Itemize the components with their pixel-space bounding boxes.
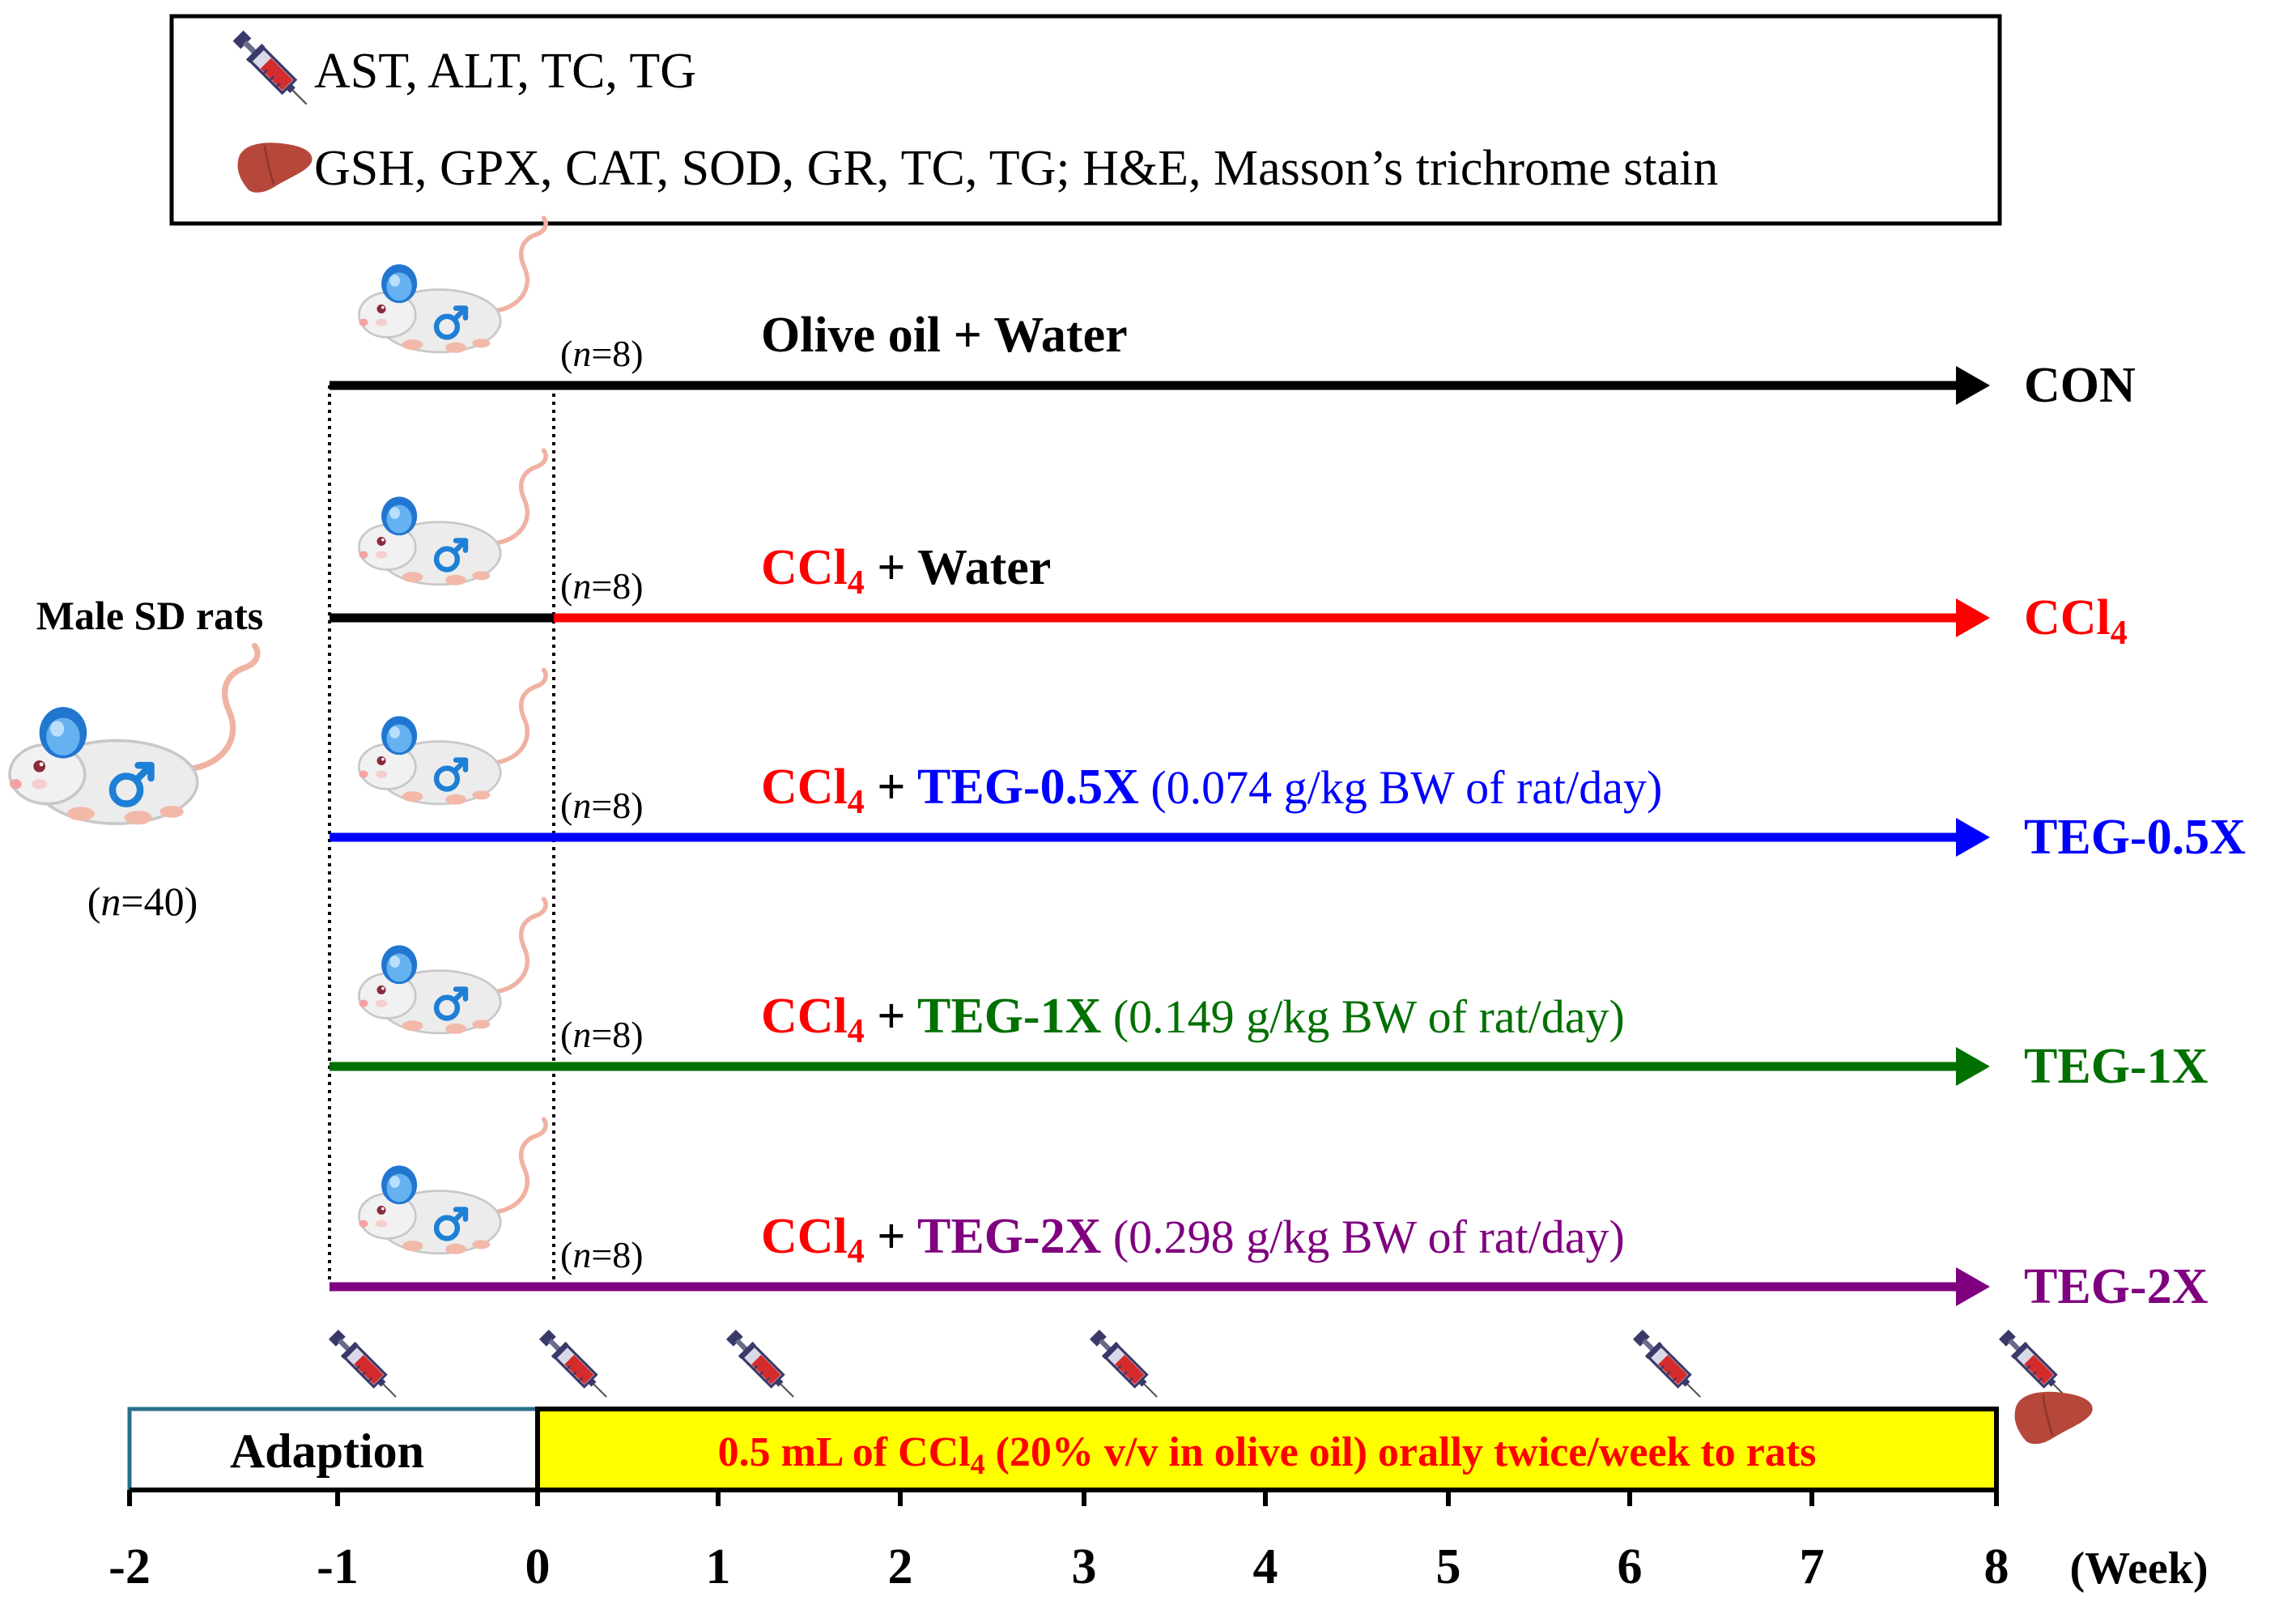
timeline: Adaption 0.5 mL of CCl4 (20% v/v in oliv… [108, 1390, 2209, 1594]
group-end-label: TEG-0.5X [2024, 810, 2246, 865]
group-row: (n=8) CCl4 + TEG-2X (0.298 g/kg BW of rat… [330, 1119, 2209, 1314]
treatment-arrow-head [1956, 818, 1990, 857]
final-liver-icon [2013, 1390, 2094, 1445]
tick-label: 4 [1253, 1539, 1278, 1594]
treatment-arrow-head [1956, 1267, 1990, 1306]
rat-icon [359, 450, 546, 585]
tick-label: 3 [1072, 1539, 1097, 1594]
rat-icon [359, 670, 546, 805]
group-end-label: CCl4 [2024, 590, 2128, 652]
syringe-icon [1629, 1326, 1709, 1406]
group-treatment-label: CCl4 + TEG-1X (0.149 g/kg BW of rat/day) [761, 989, 1625, 1050]
treatment-arrow-head [1956, 598, 1990, 637]
tick-label: 5 [1436, 1539, 1461, 1594]
group-sample-size: (n=8) [560, 333, 644, 374]
tick-label: -2 [108, 1539, 151, 1594]
syringe-icon [722, 1326, 802, 1406]
sampling-points [325, 1326, 2075, 1406]
group-sample-size: (n=8) [560, 565, 644, 607]
treatment-label: 0.5 mL of CCl4 (20% v/v in olive oil) or… [718, 1429, 1817, 1480]
adaption-label: Adaption [230, 1424, 424, 1478]
legend-blood-markers: AST, ALT, TC, TG [314, 44, 696, 99]
legend-box: AST, ALT, TC, TG GSH, GPX, CAT, SOD, GR,… [169, 14, 2002, 226]
syringe-icon [325, 1326, 405, 1406]
tick-label: 0 [525, 1539, 551, 1594]
tick-label: 7 [1800, 1539, 1825, 1594]
legend-liver-markers: GSH, GPX, CAT, SOD, GR, TC, TG; H&E, Mas… [314, 141, 1718, 196]
treatment-arrow-head [1956, 366, 1990, 405]
rat-icon [359, 218, 546, 353]
group-sample-size: (n=8) [560, 785, 644, 826]
treatment-arrow-head [1956, 1047, 1990, 1086]
group-row: (n=8) CCl4 + TEG-0.5X (0.074 g/kg BW of r… [330, 670, 2246, 865]
group-sample-size: (n=8) [560, 1234, 644, 1275]
group-end-label: TEG-2X [2024, 1259, 2209, 1314]
group-sample-size: (n=8) [560, 1014, 644, 1055]
syringe-icon [1086, 1326, 1166, 1406]
tick-label: 6 [1618, 1539, 1643, 1594]
group-treatment-label: Olive oil + Water [761, 308, 1128, 363]
group-treatment-label: CCl4 + TEG-0.5X (0.074 g/kg BW of rat/da… [761, 760, 1662, 821]
group-end-label: TEG-1X [2024, 1039, 2209, 1094]
source-rat-icon [10, 645, 257, 824]
source-sample-size: (n=40) [87, 879, 198, 924]
group-treatment-label: CCl4 + TEG-2X (0.298 g/kg BW of rat/day) [761, 1209, 1625, 1271]
tick-label: -1 [317, 1539, 359, 1594]
tick-label: 2 [888, 1539, 913, 1594]
source-label: Male SD rats [36, 593, 264, 638]
adaption-box [127, 1407, 540, 1492]
week-unit-label: (Week) [2069, 1543, 2208, 1594]
group-end-label: CON [2024, 358, 2136, 413]
tick-marks: -2 -1 0 1 2 3 4 5 6 7 8 [108, 1490, 2009, 1594]
rat-icon [359, 1119, 546, 1254]
group-treatment-label: CCl4 + Water [761, 540, 1051, 602]
rat-icon [359, 899, 546, 1034]
tick-label: 8 [1984, 1539, 2009, 1594]
syringe-icon [535, 1326, 615, 1406]
source-population: Male SD rats (n=40) [10, 593, 263, 924]
tick-label: 1 [706, 1539, 731, 1594]
group-row: (n=8) CCl4 + TEG-1X (0.149 g/kg BW of rat… [330, 899, 2209, 1094]
